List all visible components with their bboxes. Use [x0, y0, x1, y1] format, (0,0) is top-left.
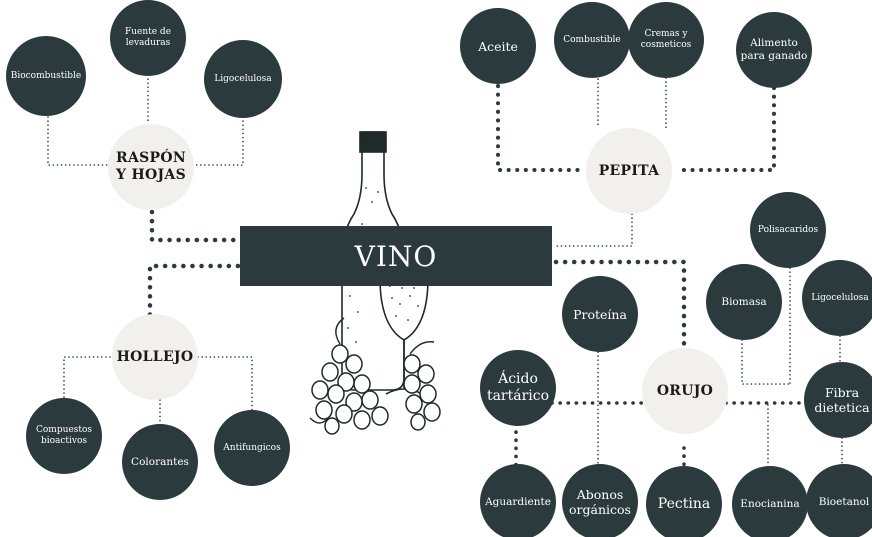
- node-bioetanol: Bioetanol: [806, 464, 872, 537]
- hub-orujo: ORUJO: [642, 348, 728, 434]
- node-biocombustible: Biocombustible: [6, 36, 86, 116]
- node-fibra-dietetica: Fibra dietetica: [804, 362, 872, 438]
- node-colorantes: Colorantes: [122, 424, 198, 500]
- hub-pepita: PEPITA: [586, 128, 672, 214]
- vino-banner: [240, 226, 552, 286]
- hub-hollejo: HOLLEJO: [112, 314, 198, 400]
- node-pectina: Pectina: [646, 466, 722, 537]
- node-fuente-de-levaduras: Fuente de levaduras: [110, 0, 186, 76]
- node-ligocelulosa-orujo: Ligocelulosa: [802, 260, 872, 336]
- node-cremas-y-cosmeticos: Cremas y cosmeticos: [628, 2, 704, 78]
- node-antifungicos: Antifungicos: [214, 410, 290, 486]
- node-ligocelulosa-raspon: Ligocelulosa: [204, 40, 282, 118]
- node-alimento-para-ganado: Alimento para ganado: [736, 12, 812, 88]
- node-aceite: Aceite: [460, 8, 536, 84]
- node-combustible: Combustible: [554, 2, 630, 78]
- node-biomasa: Biomasa: [706, 264, 782, 340]
- hub-raspon-y-hojas: RASPÓN Y HOJAS: [108, 124, 194, 210]
- node-polisacaridos: Polisacaridos: [750, 192, 826, 268]
- node-enocianina: Enocianina: [732, 466, 808, 537]
- node-abonos-organicos: Abonos orgánicos: [562, 464, 638, 537]
- node-compuestos-bioactivos: Compuestos bioactivos: [26, 398, 102, 474]
- vino-title: VINO: [354, 239, 438, 273]
- node-acido-tartarico: Ácido tartárico: [480, 350, 556, 426]
- node-aguardiente: Aguardiente: [480, 464, 556, 537]
- wine-bottle-glass-grapes-icon: [309, 131, 441, 435]
- node-proteina: Proteína: [562, 276, 638, 352]
